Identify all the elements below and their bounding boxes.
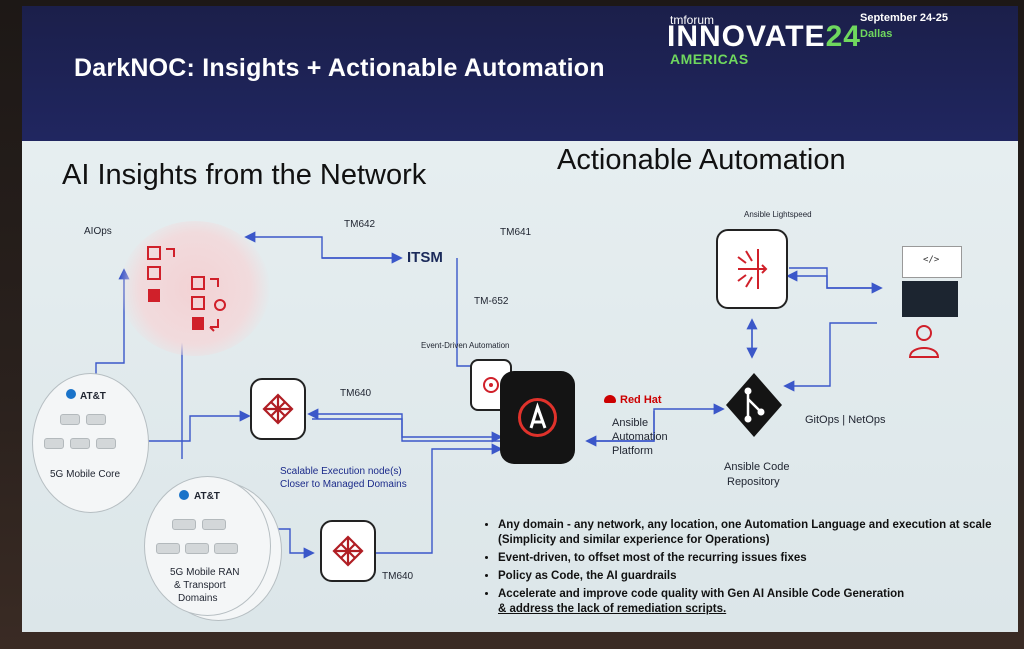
core-node-chip [70,438,90,449]
exec-label-line1: Scalable Execution node(s) [280,466,402,477]
git-icon [726,373,782,437]
bullet-item: Accelerate and improve code quality with… [498,587,1018,617]
att-globe-icon [179,490,189,500]
ran-node-chip [156,543,180,554]
lightspeed-label: Ansible Lightspeed [744,210,812,219]
innovate-logo: INNOVATE24 [667,20,861,54]
core-node-chip [60,414,80,425]
tm641-label: TM641 [500,227,532,238]
att-globe-icon [66,389,76,399]
code-window: </> [902,246,962,278]
execution-mesh-icon [262,393,294,425]
core-node-chip [86,414,106,425]
logo-word: INNOVATE [667,20,826,53]
event-date: September 24-25 [860,12,949,24]
arrow-ansible-to-repo [588,403,725,442]
lightspeed-box [716,229,788,309]
redhat-label: Red Hat [604,394,662,406]
arrow-core-to-exec [144,410,251,442]
arrow-ran-to-exec2 [272,528,315,559]
aap-label-line3: Platform [612,445,653,457]
core-node-chip [96,438,116,449]
arrow-exec2-to-ansible [372,443,503,554]
execution-node-1 [250,378,306,440]
att-core-logo: AT&T [80,391,106,402]
tm642-label: TM642 [344,219,376,230]
aiops-alert-icons [147,246,226,332]
projection-screen: DarkNOC: Insights + Actionable Automatio… [22,6,1018,632]
arrow-dev-to-lightspeed [786,270,877,289]
slide-body: AI Insights from the Network Actionable … [22,141,1018,632]
tm652-label: TM-652 [474,296,509,307]
repo-label-line1: Ansible Code [724,461,790,473]
ran-label-line1: 5G Mobile RAN [170,567,240,578]
event-city: Dallas [860,28,893,40]
logo-year: 24 [825,20,861,53]
bullet-text: Accelerate and improve code quality with… [498,588,905,600]
core-node-chip [44,438,64,449]
user-icon [908,325,940,358]
slide-title: DarkNOC: Insights + Actionable Automatio… [74,54,605,82]
lightspeed-icon [737,249,768,289]
aap-label-line2: Automation [612,431,668,443]
bullet-item: Event-driven, to offset most of the recu… [498,551,1018,566]
left-heading: AI Insights from the Network [62,159,427,191]
arrow-exec-to-ansible [312,418,503,443]
ansible-a-icon [518,398,557,437]
tm640-label-b: TM640 [382,571,414,582]
execution-node-2 [320,520,376,582]
core-label: 5G Mobile Core [50,469,121,480]
gitops-label: GitOps | NetOps [805,414,886,426]
slide-header: DarkNOC: Insights + Actionable Automatio… [22,6,1018,141]
aiops-label: AIOps [84,226,112,237]
arrow-dev-to-repo [783,322,877,392]
ran-label-line2: & Transport [174,580,226,591]
terminal-window [902,281,958,317]
aap-label-line1: Ansible [612,417,649,429]
eda-gear-icon [483,377,499,393]
logo-region: AMERICAS [670,51,749,67]
ran-node-chip [202,519,226,530]
exec-label-line2: Closer to Managed Domains [280,479,407,490]
arrow-core-to-aiops [95,268,130,381]
tmforum-logo-text: tmforum [670,13,715,27]
tm640-label-a: TM640 [340,388,372,399]
arrow-lightspeed-to-dev [789,267,883,294]
itsm-label: ITSM [407,249,443,266]
key-points-list: Any domain - any network, any location, … [480,518,1018,620]
ran-node-chip [214,543,238,554]
bullet-item: Any domain - any network, any location, … [498,518,1018,548]
redhat-text: Red Hat [620,394,662,406]
eda-label: Event-Driven Automation [421,341,510,350]
arrow-itsm-to-aiops [244,231,400,259]
bullet-continuation: & address the lack of remediation script… [498,603,727,615]
ran-node-chip [172,519,196,530]
bullet-item: Policy as Code, the AI guardrails [498,569,1018,584]
att-ran-logo: AT&T [194,491,220,502]
ansible-hub [500,371,575,464]
ran-node-chip [185,543,209,554]
repo-label-line2: Repository [727,476,780,488]
git-repo-box [722,369,786,441]
redhat-hat-icon [604,395,616,403]
ran-label-line3: Domains [178,593,218,604]
right-heading: Actionable Automation [557,144,846,176]
code-tag-icon: </> [923,255,940,265]
execution-mesh-icon [332,535,364,567]
